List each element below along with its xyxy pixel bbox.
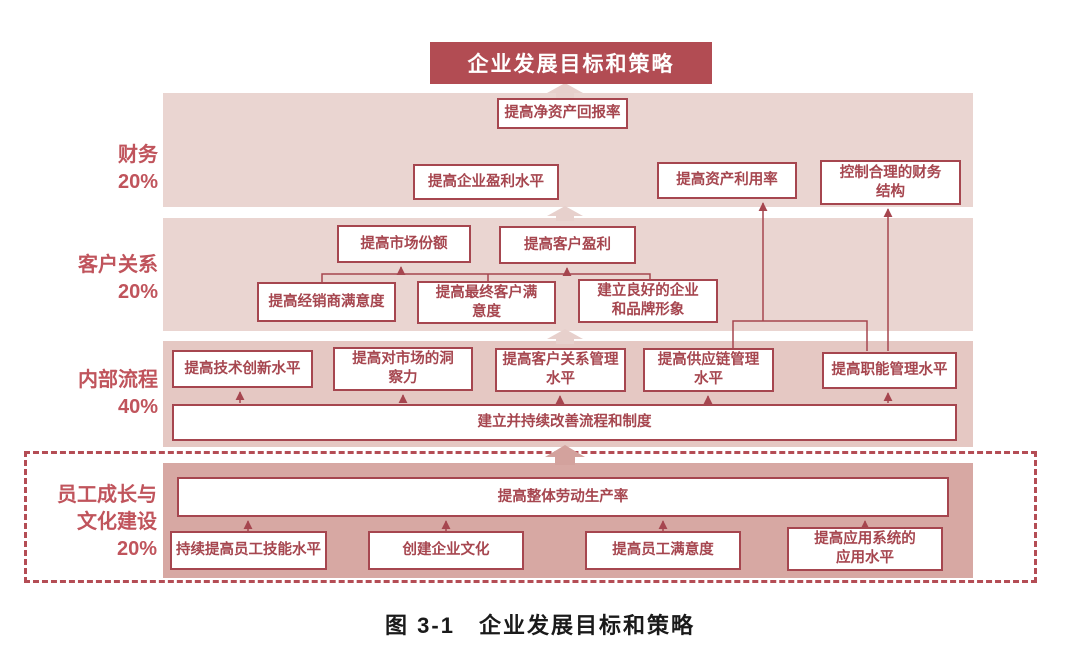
band-label-internal: 内部流程 40% — [78, 369, 158, 418]
title-box: 企业发展目标和策略 — [430, 42, 712, 84]
node-financial-structure: 控制合理的财务 结构 — [820, 160, 961, 205]
node-labor-productivity: 提高整体劳动生产率 — [177, 477, 949, 517]
node-tech-innovation: 提高技术创新水平 — [172, 350, 313, 388]
node-profit-level: 提高企业盈利水平 — [413, 164, 559, 200]
figure-caption: 图 3-1 企业发展目标和策略 — [385, 613, 695, 638]
learning-dashed-frame — [24, 451, 1037, 583]
node-dealer-satisfaction: 提高经销商满意度 — [257, 282, 396, 322]
node-market-share: 提高市场份额 — [337, 225, 471, 263]
node-employee-satisfaction: 提高员工满意度 — [585, 531, 741, 570]
node-scm-level: 提高供应链管理 水平 — [643, 348, 774, 392]
node-market-insight: 提高对市场的洞 察力 — [333, 347, 473, 391]
band-label-finance: 财务 20% — [117, 144, 158, 193]
band-label-learning: 员工成长与 文化建设 20% — [57, 484, 157, 560]
node-customer-profit: 提高客户盈利 — [499, 226, 636, 264]
node-net-asset-return: 提高净资产回报率 — [497, 98, 628, 129]
node-brand-image: 建立良好的企业 和品牌形象 — [578, 279, 718, 323]
node-corporate-culture: 创建企业文化 — [368, 531, 524, 570]
node-asset-utilization: 提高资产利用率 — [657, 162, 797, 199]
node-staff-skill: 持续提高员工技能水平 — [170, 531, 327, 570]
node-process-improvement: 建立并持续改善流程和制度 — [172, 404, 957, 441]
node-app-system-usage: 提高应用系统的 应用水平 — [787, 527, 943, 571]
band-label-customer: 客户关系 20% — [78, 254, 158, 303]
node-crm-level: 提高客户关系管理 水平 — [495, 348, 626, 392]
node-end-customer-satisfaction: 提高最终客户满 意度 — [417, 281, 556, 324]
node-function-management: 提高职能管理水平 — [822, 352, 957, 389]
